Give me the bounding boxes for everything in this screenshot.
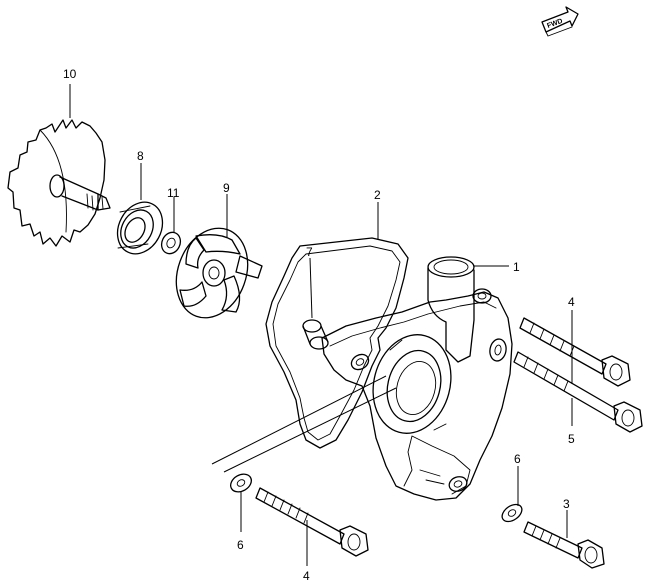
bolt-5: [513, 351, 643, 433]
callout-9: 9: [223, 181, 230, 195]
washer-6-left: [230, 473, 252, 493]
assembly-lines: [211, 375, 397, 473]
callout-6-left: 6: [237, 538, 244, 552]
fwd-arrow-badge: FWD: [541, 6, 579, 37]
dowel-pin-7: [302, 319, 329, 350]
bolt-3: [523, 521, 605, 569]
callout-4-upper: 4: [568, 295, 575, 309]
callout-11: 11: [167, 186, 180, 200]
drive-gear-shaft-10: [7, 119, 111, 247]
callout-1: 1: [513, 260, 520, 274]
washer-6-right: [501, 503, 523, 523]
bolt-4-lower: [255, 487, 369, 557]
callout-3: 3: [563, 497, 570, 511]
bolt-4-upper: [519, 317, 631, 387]
callout-2: 2: [374, 188, 381, 202]
callout-10: 10: [63, 67, 77, 81]
callout-5: 5: [568, 432, 575, 446]
callout-8: 8: [137, 149, 144, 163]
mechanical-seal-8: [116, 201, 164, 255]
callout-4-lower: 4: [303, 569, 310, 583]
callout-labels: 10 8 11 9 2 7 1 4 5 6 3 6 4: [63, 67, 575, 583]
washer-11: [160, 231, 182, 255]
impeller-9: [175, 227, 263, 319]
o-ring-gasket-2: [265, 237, 409, 449]
leader-lines: [69, 84, 573, 566]
callout-7: 7: [306, 245, 313, 259]
water-pump-cover-1: [321, 256, 513, 501]
callout-6-right: 6: [514, 452, 521, 466]
